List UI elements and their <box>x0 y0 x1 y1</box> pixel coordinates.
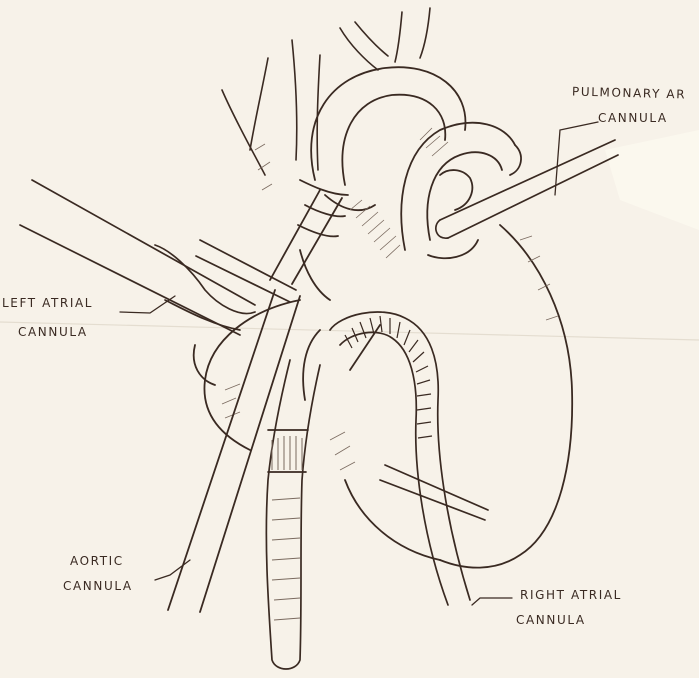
aortic-cannula-label-line1: AORTIC <box>70 554 124 568</box>
left-atrial-cannula-label-line2: CANNULA <box>18 325 88 339</box>
leader-right-atrial <box>471 597 513 606</box>
left-atrial-cannula <box>19 179 297 336</box>
pulmonary-artery <box>400 121 522 260</box>
left-atrial-cannula-label-line1: LEFT ATRIAL <box>2 296 94 310</box>
right-atrial-cannula <box>329 311 489 606</box>
leader-aortic <box>154 559 191 581</box>
venous-tube <box>265 359 321 670</box>
aortic-cannula <box>167 179 349 613</box>
leader-lines <box>119 121 599 606</box>
paper-fold-lines <box>0 130 699 341</box>
leader-pulmonary <box>554 121 599 196</box>
leader-left-atrial <box>119 295 176 314</box>
pulmonary-artery-cannula <box>435 139 619 239</box>
right-atrial-cannula-ribs <box>344 315 433 439</box>
shading-hatches <box>221 127 559 471</box>
pulmonary-artery-cannula-label-line2: CANNULA <box>598 111 668 125</box>
aortic-cannula-label-line2: CANNULA <box>63 579 133 593</box>
venous-tube-ribs <box>271 436 303 621</box>
great-vessels <box>221 7 431 176</box>
right-atrial-cannula-label-line1: RIGHT ATRIAL <box>520 588 622 602</box>
right-atrial-cannula-label-line2: CANNULA <box>516 613 586 627</box>
heart-outline <box>192 224 574 569</box>
aortic-arch <box>310 66 467 212</box>
pulmonary-artery-cannula-label-line1: PULMONARY AR <box>571 84 687 102</box>
